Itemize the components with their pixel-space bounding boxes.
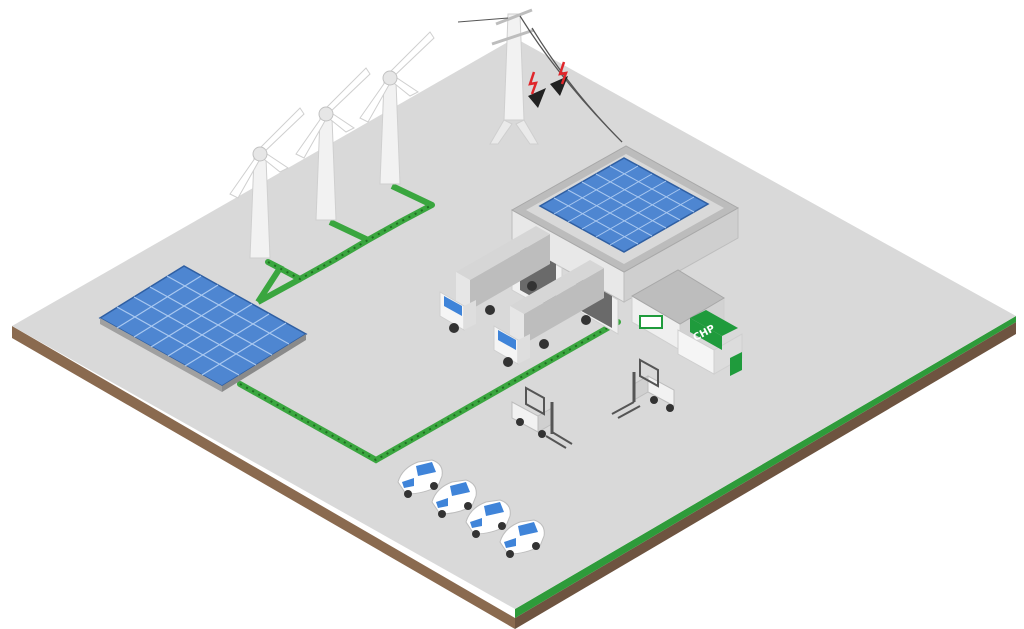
- ground-side-right: [515, 322, 1016, 629]
- lightning-icon: [558, 61, 568, 85]
- wind-turbine-icon: [229, 107, 305, 259]
- forklift-icon: [611, 358, 675, 419]
- power-cable-network: [237, 183, 621, 464]
- wind-turbine-icon: [295, 67, 371, 221]
- truck-icon: [439, 226, 550, 333]
- car-icon: [465, 499, 511, 538]
- warehouse-icon: [510, 145, 740, 335]
- car-icon: [397, 459, 443, 498]
- wind-turbine-icon: [359, 31, 435, 185]
- ground-edge-green: [515, 316, 1016, 618]
- lightning-icon: [528, 71, 538, 95]
- car-icon: [499, 519, 545, 558]
- ground-side-left: [12, 326, 515, 629]
- solar-panel-icon: [98, 265, 308, 392]
- chp-unit-icon: CHP: [677, 310, 743, 376]
- forklift-icon: [511, 386, 573, 449]
- car-icon: [431, 479, 477, 518]
- solar-panel-icon: [538, 157, 710, 253]
- truck-icon: [493, 260, 604, 367]
- power-pylon-icon: [457, 8, 623, 145]
